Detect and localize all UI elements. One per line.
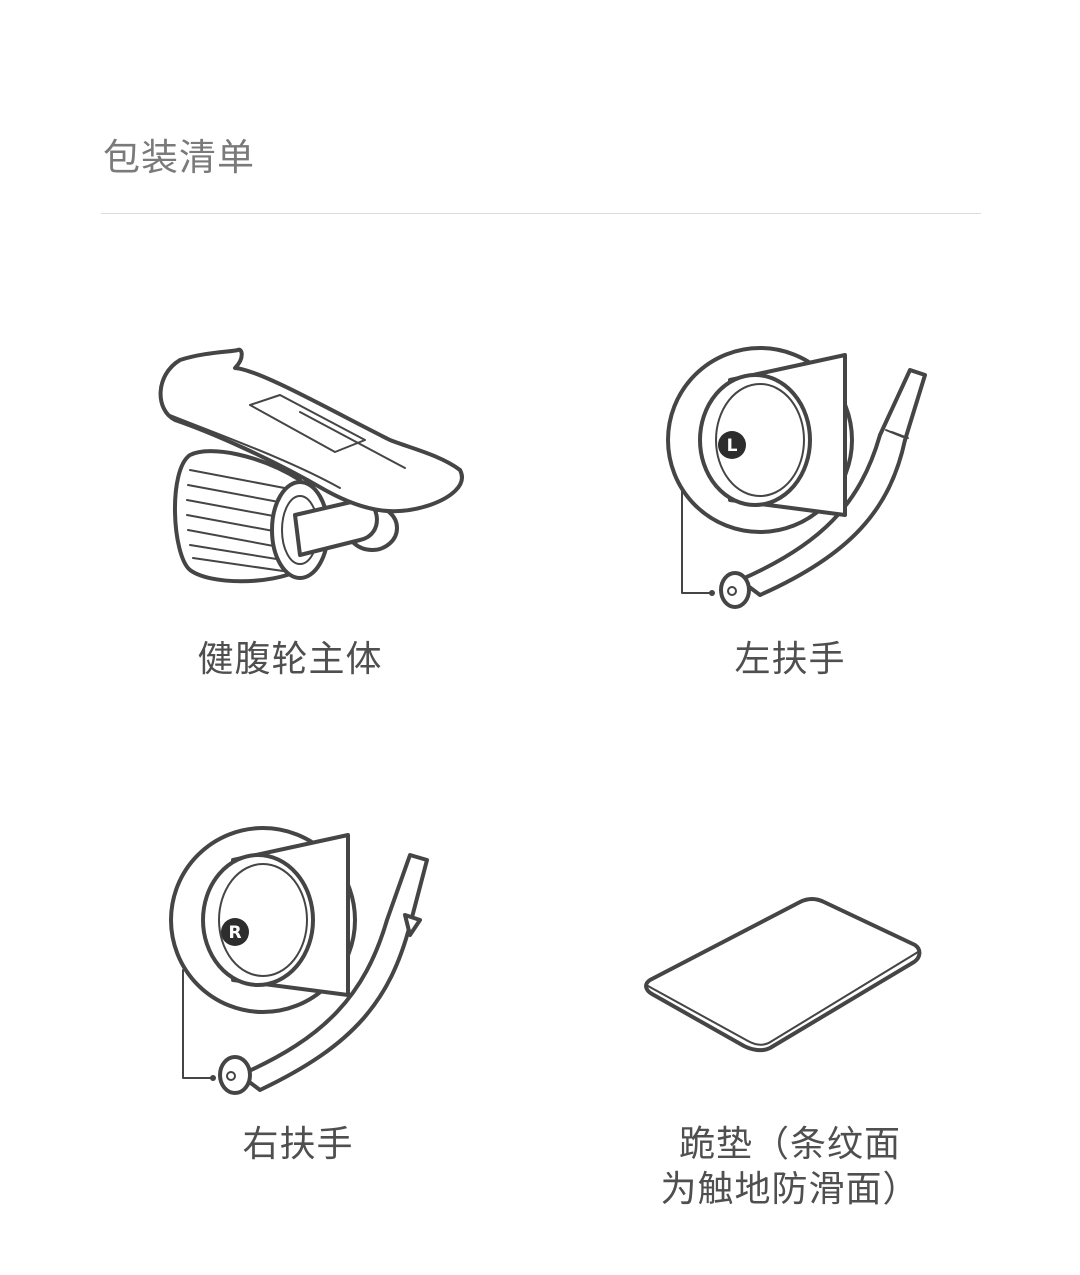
item-label-body: 健腹轮主体 (197, 639, 383, 680)
item-label-knee-pad-line2: 为触地防滑面） (660, 1169, 920, 1210)
ab-wheel-body-icon (150, 340, 470, 590)
page-title: 包装清单 (103, 136, 255, 179)
left-handle-icon: L (660, 340, 940, 610)
right-handle-icon: R (165, 820, 445, 1100)
divider (101, 213, 981, 214)
knee-pad-icon (640, 890, 930, 1060)
item-label-knee-pad-line1: 跪垫（条纹面 (678, 1124, 901, 1165)
item-label-right-handle: 右扶手 (242, 1124, 354, 1165)
item-label-left-handle: 左扶手 (734, 639, 846, 680)
handle-badge-l: L (727, 436, 738, 456)
handle-badge-r: R (228, 923, 241, 943)
